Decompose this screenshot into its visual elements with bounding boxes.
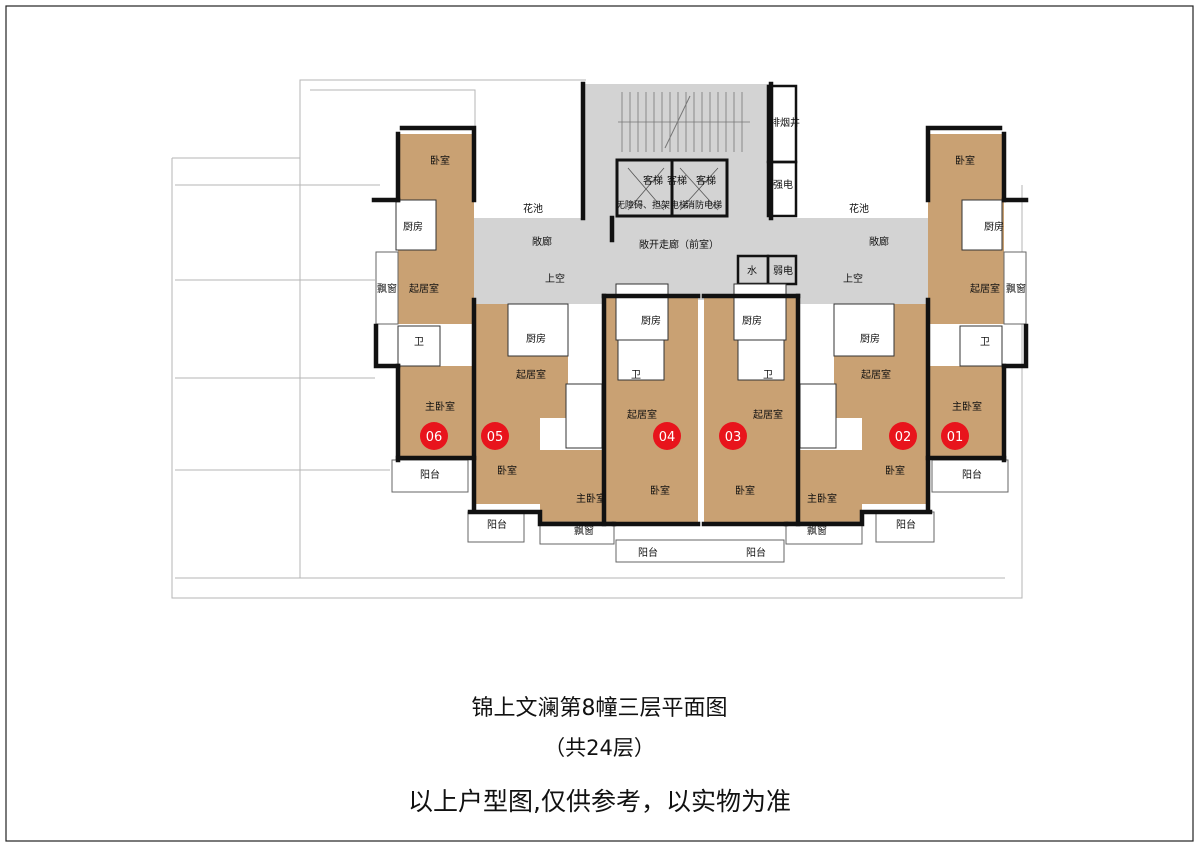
void-right-label: 上空 bbox=[843, 272, 863, 285]
room-labels: 客梯 客梯 客梯 无障碍、担架电梯 消防电梯 排烟井 强电 水 弱电 敞开走廊（… bbox=[377, 116, 1026, 559]
u05-master-area bbox=[540, 450, 614, 524]
u03-bedroom-label: 卧室 bbox=[735, 484, 755, 497]
u03-balcony-label: 阳台 bbox=[746, 546, 766, 559]
badge-06: 06 bbox=[426, 430, 443, 445]
elevator-1-label-left: 客梯 bbox=[643, 174, 663, 187]
u03-living-label: 起居室 bbox=[753, 408, 783, 421]
void-left-label: 上空 bbox=[545, 272, 565, 285]
u01-kitchen-label: 厨房 bbox=[984, 220, 1004, 233]
u06-kitchen-label: 厨房 bbox=[403, 220, 423, 233]
badge-04: 04 bbox=[659, 430, 676, 445]
u01-bedroom-label: 卧室 bbox=[955, 154, 975, 167]
elevator-2-note: 消防电梯 bbox=[686, 199, 722, 211]
u02-master-label: 主卧室 bbox=[807, 492, 837, 505]
u05-bay-label: 飘窗 bbox=[574, 524, 594, 537]
u06-living-label: 起居室 bbox=[409, 282, 439, 295]
u04-bedroom-label: 卧室 bbox=[650, 484, 670, 497]
wet-rooms bbox=[395, 199, 1003, 449]
unit-badges: 01 02 03 04 05 06 bbox=[420, 422, 969, 450]
u03-bath-label: 卫 bbox=[763, 370, 773, 381]
badge-02: 02 bbox=[895, 430, 912, 445]
walls bbox=[371, 81, 1029, 527]
u01-master-label: 主卧室 bbox=[952, 400, 982, 413]
badge-03-circle bbox=[719, 422, 747, 450]
u06-bay-label: 飘窗 bbox=[377, 282, 397, 295]
u04-kitchen-label: 厨房 bbox=[641, 314, 661, 327]
elevator-1-label: 客梯 bbox=[667, 174, 687, 187]
balconies bbox=[375, 251, 1027, 563]
u04-living-label: 起居室 bbox=[627, 408, 657, 421]
u02-bedroom-label: 卧室 bbox=[885, 464, 905, 477]
common-area bbox=[470, 84, 929, 304]
badge-05-circle bbox=[481, 422, 509, 450]
u01-bay-label: 飘窗 bbox=[1006, 282, 1026, 295]
u02-kitchen-label: 厨房 bbox=[860, 332, 880, 345]
badge-04-circle bbox=[653, 422, 681, 450]
gallery-right-label: 敞廊 bbox=[869, 235, 889, 248]
planter-left-label: 花池 bbox=[523, 202, 543, 215]
plan-title: 锦上文澜第8幢三层平面图 bbox=[471, 696, 728, 721]
plan-subtitle: （共24层） bbox=[544, 736, 655, 760]
gallery-left-area bbox=[470, 218, 612, 304]
u01-bath-label: 卫 bbox=[980, 337, 990, 348]
u06-master-label: 主卧室 bbox=[425, 400, 455, 413]
u03-kitchen-label: 厨房 bbox=[742, 314, 762, 327]
strong-power-label: 强电 bbox=[773, 178, 793, 191]
u06-balcony-label: 阳台 bbox=[420, 468, 440, 481]
u05-balcony-label: 阳台 bbox=[487, 518, 507, 531]
u01-living-label: 起居室 bbox=[970, 282, 1000, 295]
stair-lines bbox=[618, 92, 750, 152]
u02-balcony-label: 阳台 bbox=[896, 518, 916, 531]
u02-bay-label: 飘窗 bbox=[807, 524, 827, 537]
badge-05: 05 bbox=[487, 430, 504, 445]
corridor-label: 敞开走廊（前室） bbox=[639, 238, 719, 251]
water-label: 水 bbox=[747, 265, 757, 277]
planter-right-label: 花池 bbox=[849, 202, 869, 215]
badge-06-circle bbox=[420, 422, 448, 450]
u02-living-label: 起居室 bbox=[861, 368, 891, 381]
u05-bedroom-label: 卧室 bbox=[497, 464, 517, 477]
u06-bedroom-label: 卧室 bbox=[430, 154, 450, 167]
u05-living-label: 起居室 bbox=[516, 368, 546, 381]
u01-balcony-label: 阳台 bbox=[962, 468, 982, 481]
u04-balcony-label: 阳台 bbox=[638, 546, 658, 559]
smoke-shaft-label: 排烟井 bbox=[770, 116, 800, 129]
elevator-2-label: 客梯 bbox=[696, 174, 716, 187]
elevator-1-note: 无障碍、担架电梯 bbox=[616, 199, 688, 211]
badge-02-circle bbox=[889, 422, 917, 450]
elevators bbox=[615, 158, 729, 218]
gallery-right-area bbox=[795, 218, 929, 304]
badge-01: 01 bbox=[947, 430, 964, 445]
u05-kitchen-label: 厨房 bbox=[526, 332, 546, 345]
gallery-left-label: 敞廊 bbox=[532, 235, 552, 248]
u04-bath-label: 卫 bbox=[631, 370, 641, 381]
weak-power-label: 弱电 bbox=[773, 264, 793, 277]
u06-bath-label: 卫 bbox=[414, 337, 424, 348]
badge-03: 03 bbox=[725, 430, 742, 445]
badge-01-circle bbox=[941, 422, 969, 450]
plan-disclaimer: 以上户型图,仅供参考，以实物为准 bbox=[408, 787, 791, 816]
u05-master-label: 主卧室 bbox=[576, 492, 606, 505]
